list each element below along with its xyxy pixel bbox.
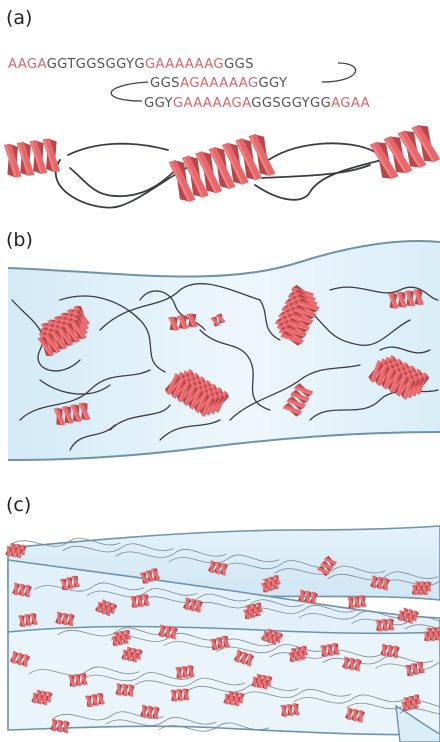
helix-c-35	[140, 705, 160, 719]
helix-c-44	[375, 618, 395, 632]
panel-c: (c)	[5, 494, 440, 742]
panel-a: (a) AAGAGGTGGSGGYGGAAAAAAGGGS GGSAGAAAAA…	[3, 7, 440, 208]
panel-b: (b)	[6, 229, 440, 460]
panel-a-label: (a)	[6, 7, 32, 29]
helix-c-28	[175, 665, 195, 679]
bundle-c-6-layer	[412, 585, 429, 595]
helix-c-23	[380, 644, 400, 658]
helix-a-center	[168, 132, 276, 205]
helix-c-41	[170, 688, 190, 702]
sequence-line-1: AAGAGGTGGSGGYGGAAAAAAGGGS	[8, 57, 254, 72]
helix-c-40	[50, 719, 70, 733]
panel-b-fiber	[8, 241, 440, 460]
panel-a-helices	[3, 122, 440, 204]
helix-c-14	[347, 595, 367, 609]
sequence-connector-2	[111, 82, 148, 101]
bundle-c-24-layer	[423, 630, 440, 641]
helix-c-37	[280, 703, 300, 717]
sequence-line-3: GGYGAAAAAGAGGSGGYGGAGAA	[144, 96, 370, 111]
helix-c-43	[115, 683, 135, 697]
helix-c-17	[55, 612, 75, 626]
helix-a-right	[369, 122, 440, 182]
helix-a-left	[3, 137, 61, 178]
panel-b-label: (b)	[6, 229, 33, 251]
sequence-connector-1	[322, 63, 356, 82]
panel-c-label: (c)	[6, 494, 31, 516]
sequence-line-2: GGSAGAAAAAGGGY	[150, 76, 288, 91]
